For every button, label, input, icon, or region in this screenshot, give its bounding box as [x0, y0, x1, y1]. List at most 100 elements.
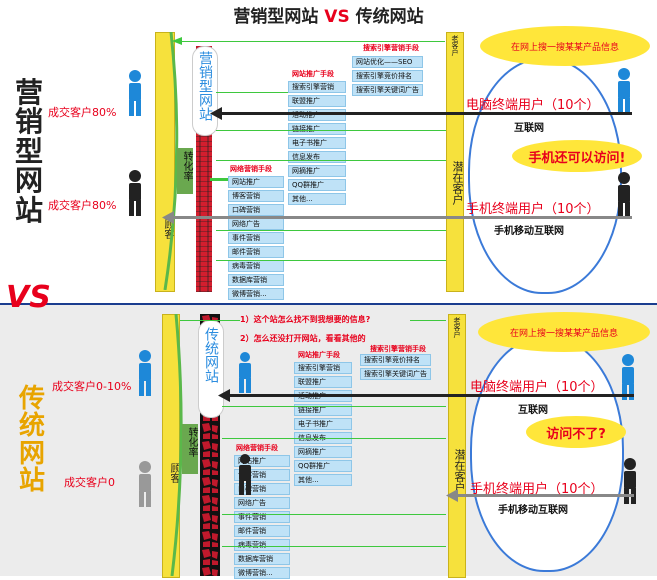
site-label-pill: 传统网站	[198, 320, 224, 418]
question-1: 1）这个站怎么找不到我想要的信息?	[240, 315, 371, 324]
promo-item: 链接推广	[288, 123, 346, 135]
search-bubble: 在网上搜一搜某某产品信息	[480, 26, 650, 66]
section-marketing: 成交客户80% 成交客户80% 顾客 转化率 营销型网站 搜索引擎营销手段 网站…	[48, 26, 650, 300]
flow-arrow	[222, 514, 446, 515]
big-vs-label: VS	[6, 280, 51, 315]
old-customer-arrow	[180, 320, 240, 321]
search-list: 搜索引擎竞价排名 搜索引擎关键词广告	[360, 354, 431, 380]
internet-label: 互联网	[518, 405, 548, 416]
promo-item: QQ群推广	[294, 460, 352, 472]
promo-item: 联盟推广	[294, 376, 352, 388]
pc-user-label: 电脑终端用户（10个）	[466, 98, 600, 113]
flow-arrow	[222, 406, 446, 407]
promo-item: 信息发布	[288, 151, 346, 163]
net-item: 数据库营销	[234, 553, 290, 565]
pc-traffic-arrow	[226, 394, 634, 397]
conversion-box: 转化率	[182, 424, 198, 474]
promo-item: 联盟推广	[288, 95, 346, 107]
search-item: 搜索引擎竞价排名	[360, 354, 431, 366]
net-item: 博客营销	[228, 190, 284, 202]
promo-item: 链接推广	[294, 404, 352, 416]
mobile-user-icon	[620, 458, 640, 510]
promo-item: 电子书推广	[294, 418, 352, 430]
mobile-net-label: 手机移动互联网	[498, 505, 568, 516]
net-item: 微博营销...	[234, 567, 290, 579]
potential-customer-label: 潜在客户	[453, 449, 466, 493]
promo-item: 网摘推广	[294, 446, 352, 458]
net-item: 邮件营销	[234, 525, 290, 537]
mobile-traffic-arrow	[170, 216, 632, 219]
promo-item: 其他...	[294, 474, 352, 486]
old-customer-arrow	[180, 41, 445, 42]
promo-item: 电子书推广	[288, 137, 346, 149]
conversion-box: 转化率	[177, 148, 193, 194]
internet-label: 互联网	[514, 123, 544, 134]
flow-arrow	[222, 438, 446, 439]
flow-arrow	[216, 130, 446, 131]
promo-item: 活动推广	[288, 109, 346, 121]
net-item: 网络广告	[234, 497, 290, 509]
search-list: 网站优化——SEO 搜索引擎竞价排名 搜索引擎关键词广告	[352, 56, 423, 96]
mobile-net-label: 手机移动互联网	[494, 226, 564, 237]
search-bubble: 在网上搜一搜某某产品信息	[478, 312, 650, 352]
mobile-bubble: 手机还可以访问!	[512, 140, 642, 172]
net-item: 网站推广	[228, 176, 284, 188]
person-gray-icon	[135, 461, 155, 513]
net-list: 网站推广 博客营销 口碑营销 网络广告 事件营销 邮件营销 病毒营销 数据库营销…	[228, 176, 284, 300]
promo-header: 网站推广手段	[298, 351, 340, 359]
site-label-pill: 营销型网站	[192, 46, 218, 136]
section-traditional: 成交客户0-10% 成交客户0 顾客 转化率 传统网站 1）这个站怎么找不到我想…	[0, 306, 657, 579]
pc-user-icon	[618, 354, 638, 406]
old-customer-label: 老客户	[451, 35, 459, 56]
potential-customer-label: 潜在客户	[451, 161, 464, 205]
net-item: 病毒营销	[234, 539, 290, 551]
person-blue-icon	[125, 70, 145, 122]
flow-arrow	[216, 160, 446, 161]
promo-item: 搜索引擎营销	[288, 81, 346, 93]
arrow-head-icon	[210, 107, 222, 120]
net-item: 口碑营销	[228, 204, 284, 216]
conversion-label: 转化率	[181, 151, 192, 181]
search-header: 搜索引擎营销手段	[370, 345, 426, 353]
mobile-traffic-arrow	[454, 494, 634, 497]
conversion-rate-bottom: 成交客户0	[64, 476, 115, 489]
person-dark-icon	[125, 170, 145, 222]
conversion-rate-top: 成交客户80%	[48, 106, 117, 119]
net-item: 邮件营销	[228, 246, 284, 258]
promo-item: QQ群推广	[288, 179, 346, 191]
arrow-head-icon	[446, 489, 458, 502]
flow-arrow	[222, 546, 446, 547]
mobile-user-label: 手机终端用户（10个）	[470, 482, 604, 497]
visitor-icon	[236, 454, 254, 500]
promo-item: 搜索引擎营销	[294, 362, 352, 374]
search-item: 搜索引擎关键词广告	[352, 84, 423, 96]
pc-user-label: 电脑终端用户（10个）	[470, 380, 604, 395]
conversion-rate-bottom: 成交客户80%	[48, 199, 117, 212]
question-2: 2）怎么还没打开网站，看看其他的	[240, 334, 366, 343]
flow-arrow	[216, 92, 288, 93]
internet-cloud	[470, 336, 624, 572]
promo-item: 网摘推广	[288, 165, 346, 177]
customer-bar: 顾客	[155, 32, 175, 292]
person-blue-icon	[135, 350, 155, 402]
promo-list: 搜索引擎营销 联盟推广 活动推广 链接推广 电子书推广 信息发布 网摘推广 QQ…	[294, 362, 352, 486]
pc-user-icon	[614, 68, 634, 120]
net-header: 网络营销手段	[236, 444, 278, 452]
pc-traffic-arrow	[218, 112, 632, 115]
net-header: 网络营销手段	[230, 165, 272, 173]
conversion-curve	[163, 32, 179, 290]
side-label-traditional: 传统网站	[18, 384, 45, 496]
customer-label: 顾客	[168, 463, 179, 483]
search-header: 搜索引擎营销手段	[363, 44, 419, 52]
search-item: 搜索引擎竞价排名	[352, 70, 423, 82]
title-vs: VS	[324, 7, 350, 27]
customer-label: 顾客	[162, 219, 173, 239]
visitor-icon	[236, 352, 254, 398]
net-item: 事件营销	[228, 232, 284, 244]
site-label: 营销型网站	[197, 51, 213, 121]
search-item: 网站优化——SEO	[352, 56, 423, 68]
diagram-title: 营销型网站 VS 传统网站	[0, 2, 657, 27]
old-customer-arrow	[410, 320, 446, 321]
error-bubble: 访问不了?	[526, 416, 626, 448]
conversion-curve	[170, 314, 183, 576]
